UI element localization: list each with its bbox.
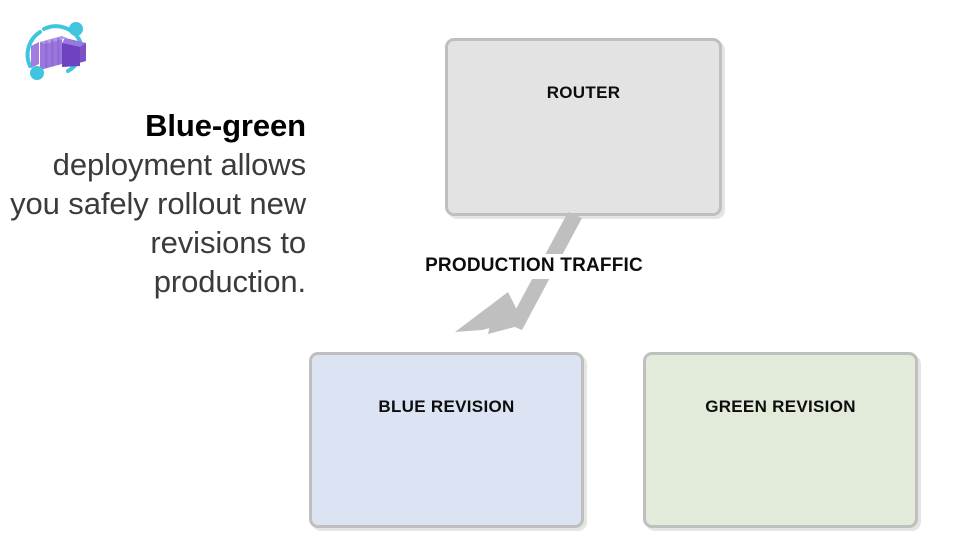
caption-body: deployment allows you safely rollout new…	[10, 147, 306, 299]
router-node-label: ROUTER	[546, 83, 621, 102]
caption-lead: Blue-green	[145, 108, 306, 143]
blue-revision-node[interactable]: BLUE REVISION	[309, 352, 584, 528]
production-traffic-label: PRODUCTION TRAFFIC	[418, 254, 650, 279]
azure-container-apps-logo	[18, 16, 98, 90]
router-node[interactable]: ROUTER	[445, 38, 722, 216]
caption-text: Blue-green deployment allows you safely …	[0, 106, 306, 301]
green-revision-node[interactable]: GREEN REVISION	[643, 352, 918, 528]
green-revision-node-label: GREEN REVISION	[705, 397, 856, 416]
blue-revision-node-label: BLUE REVISION	[378, 397, 515, 416]
